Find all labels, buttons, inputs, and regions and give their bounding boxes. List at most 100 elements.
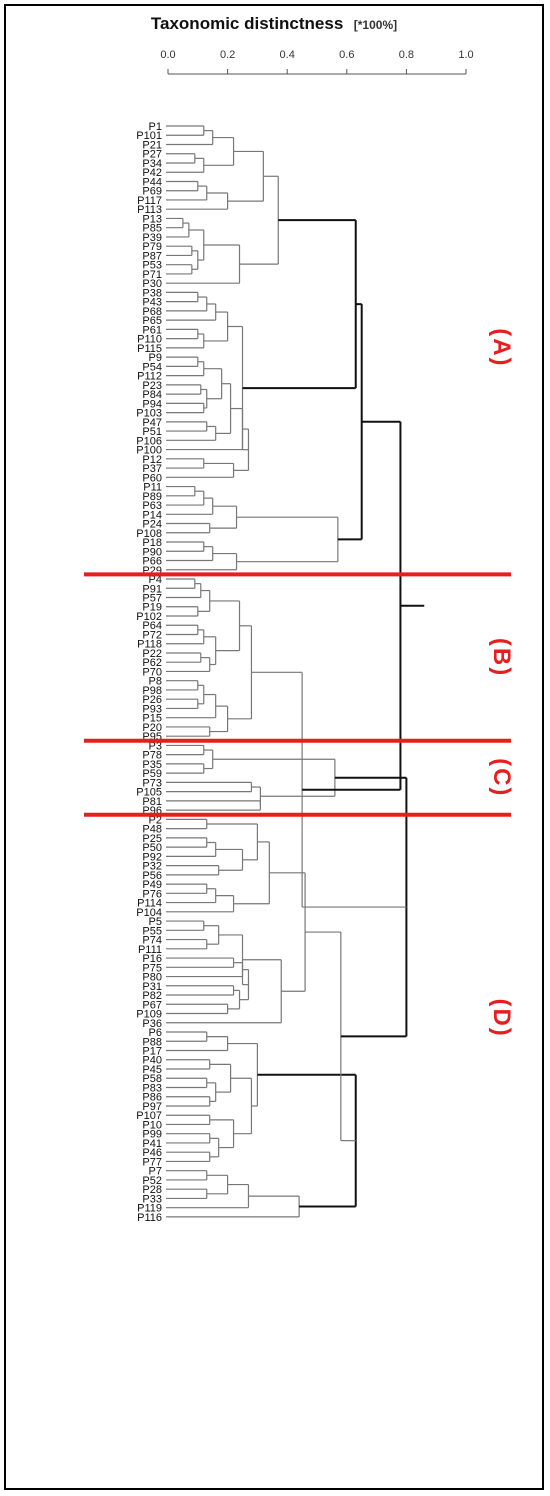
group-label: (A) <box>488 328 515 367</box>
leaf-label: P77 <box>142 1156 162 1168</box>
leaf-label: P31 <box>142 981 162 993</box>
leaf-label: P74 <box>142 935 162 947</box>
leaf-label: P27 <box>142 149 162 161</box>
leaf-label: P37 <box>142 463 162 475</box>
leaf-label: P55 <box>142 925 162 937</box>
leaf-label: P4 <box>149 574 162 586</box>
leaf-label: P43 <box>142 297 162 309</box>
group-label: (B) <box>488 638 515 677</box>
leaf-label: P1 <box>149 121 162 133</box>
leaf-label: P88 <box>142 1036 162 1048</box>
leaf-label: P41 <box>142 1138 162 1150</box>
leaf-label: P112 <box>137 371 162 383</box>
leaf-label: P81 <box>142 796 162 808</box>
leaf-label: P105 <box>136 787 162 799</box>
group-label: (D) <box>488 998 515 1037</box>
leaf-label: P45 <box>142 1064 162 1076</box>
x-tick-label: 0.4 <box>280 49 295 61</box>
leaf-label: P2 <box>149 814 162 826</box>
leaf-label: P106 <box>136 435 162 447</box>
leaf-label: P24 <box>142 519 162 531</box>
leaf-label: P89 <box>142 491 162 503</box>
leaf-label: P49 <box>142 879 162 891</box>
leaf-label: P62 <box>142 657 162 669</box>
leaf-label: P36 <box>142 1018 162 1030</box>
leaf-label: P5 <box>149 916 162 928</box>
leaf-label: P54 <box>142 361 162 373</box>
leaf-label: P85 <box>142 223 162 235</box>
leaf-label: P86 <box>142 1092 162 1104</box>
leaf-label: P91 <box>142 583 162 595</box>
leaf-label: P90 <box>142 546 162 558</box>
leaf-label: P76 <box>142 888 162 900</box>
leaf-label: P69 <box>142 186 162 198</box>
leaf-label: P52 <box>142 1175 162 1187</box>
leaf-label: P53 <box>142 260 162 272</box>
leaf-label: P61 <box>142 324 162 336</box>
leaf-label: P93 <box>142 703 162 715</box>
x-tick-label: 1.0 <box>458 49 473 61</box>
leaf-label: P48 <box>142 824 162 836</box>
leaf-label: P68 <box>142 306 162 318</box>
leaf-label: P83 <box>142 1082 162 1094</box>
leaf-label: P103 <box>136 408 162 420</box>
leaf-label: P26 <box>142 694 162 706</box>
leaf-label: P9 <box>149 352 162 364</box>
leaf-label: P117 <box>137 195 162 207</box>
leaf-label: P30 <box>142 278 162 290</box>
leaf-label: P10 <box>142 1119 162 1131</box>
chart-unit-label: [*100%] <box>353 18 398 32</box>
leaf-label: P107 <box>136 1110 162 1122</box>
leaf-label: P50 <box>142 842 162 854</box>
leaf-label: P16 <box>142 953 162 965</box>
leaf-label: P58 <box>142 1073 162 1085</box>
leaf-label: P115 <box>137 343 162 355</box>
leaf-label: P57 <box>142 592 162 604</box>
leaf-label: P66 <box>142 556 162 568</box>
leaf-label: P51 <box>142 426 162 438</box>
leaf-label: P19 <box>142 602 162 614</box>
leaf-label: P118 <box>137 639 162 651</box>
x-tick-label: 0.0 <box>160 49 175 61</box>
leaf-label: P71 <box>142 269 162 281</box>
leaf-label: P8 <box>149 676 162 688</box>
leaf-label: P108 <box>136 528 162 540</box>
leaf-label: P101 <box>136 130 162 142</box>
leaf-label: P34 <box>142 158 162 170</box>
leaf-label: P12 <box>142 454 162 466</box>
leaf-label: P84 <box>142 389 162 401</box>
leaf-label: P116 <box>137 1212 162 1224</box>
leaf-label: P11 <box>143 482 162 494</box>
leaf-label: P25 <box>142 833 162 845</box>
leaf-label: P97 <box>142 1101 162 1113</box>
leaf-label: P98 <box>142 685 162 697</box>
leaf-label: P35 <box>142 759 162 771</box>
leaf-label: P94 <box>142 398 162 410</box>
leaf-label: P21 <box>142 139 162 151</box>
leaf-label: P110 <box>137 334 162 346</box>
leaf-label: P7 <box>149 1166 162 1178</box>
leaf-label: P47 <box>142 417 162 429</box>
leaf-label: P22 <box>142 648 162 660</box>
leaf-label: P64 <box>142 620 162 632</box>
leaf-label: P104 <box>136 907 162 919</box>
leaf-label: P109 <box>136 1009 162 1021</box>
leaf-label: P87 <box>142 250 162 262</box>
leaf-label: P17 <box>142 1046 162 1058</box>
leaf-label: P72 <box>142 629 162 641</box>
leaf-label: P44 <box>142 176 162 188</box>
group-label: (C) <box>488 758 515 797</box>
leaf-label: P6 <box>149 1027 162 1039</box>
leaf-label: P32 <box>142 861 162 873</box>
leaf-label: P92 <box>142 851 162 863</box>
leaf-label: P102 <box>136 611 162 623</box>
leaf-label: P23 <box>142 380 162 392</box>
leaf-label: P119 <box>137 1203 162 1215</box>
x-tick-label: 0.6 <box>339 49 354 61</box>
leaf-label: P46 <box>142 1147 162 1159</box>
leaf-label: P73 <box>142 777 162 789</box>
leaf-label: P40 <box>142 1055 162 1067</box>
leaf-label: P99 <box>142 1129 162 1141</box>
